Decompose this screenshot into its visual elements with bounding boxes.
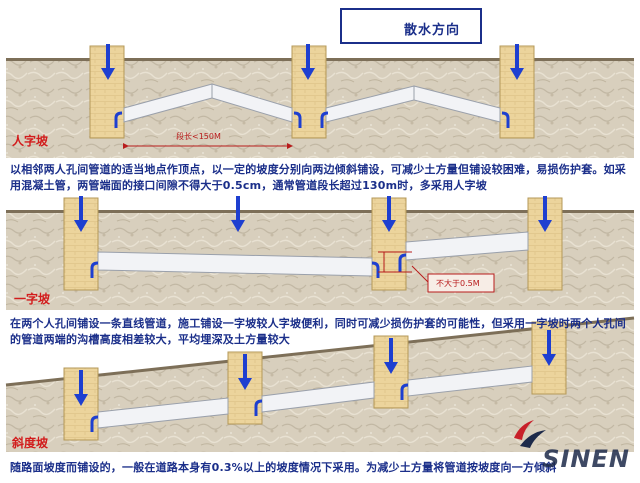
drain-hook <box>320 111 329 128</box>
drain-hook <box>114 111 123 128</box>
drain-hook <box>254 399 263 416</box>
section-label: 一字坡 <box>14 292 51 306</box>
flow-arrow <box>238 354 252 390</box>
flow-arrow <box>542 330 556 366</box>
drain-hook <box>293 111 302 128</box>
pipe <box>407 365 533 397</box>
flow-arrow <box>301 44 315 80</box>
flow-arrow <box>510 44 524 80</box>
flow-arrow <box>101 44 115 80</box>
drain-hook <box>90 415 99 432</box>
drain-hook <box>371 261 380 278</box>
drain-hook <box>501 111 510 128</box>
legend-label: 散水方向 <box>404 23 461 38</box>
flow-arrow <box>74 196 88 232</box>
brand-wordmark: SINEN <box>542 445 630 473</box>
flow-arrow <box>74 370 88 406</box>
flow-arrow <box>231 196 245 232</box>
drop-note: 不大于0.5M <box>436 279 480 288</box>
note-leader <box>411 265 429 283</box>
pipe <box>211 83 293 123</box>
flow-arrow <box>382 196 396 232</box>
drain-hook <box>398 253 407 272</box>
note-box <box>427 273 495 293</box>
section-description: 在两个人孔间铺设一条直线管道，施工铺设一字坡较人字坡便利，同时可减少损伤护套的可… <box>10 317 626 346</box>
length-note: 段长<150M <box>176 132 221 141</box>
section-1-diagram <box>6 44 634 158</box>
flow-arrow <box>384 338 398 374</box>
section-3-diagram <box>5 316 635 452</box>
flow-arrow <box>538 196 552 232</box>
drain-hook <box>400 383 409 400</box>
section-description: 随路面坡度而铺设的，一般在道路本身有0.3%以上的坡度情况下采用。为减少土方量将… <box>10 461 557 474</box>
section-2-diagram <box>6 196 634 310</box>
legend-box: 散水方向 <box>340 8 482 44</box>
pipe <box>413 85 501 123</box>
pipe <box>97 397 229 429</box>
ground-line <box>5 316 635 387</box>
ground-line <box>6 210 634 213</box>
drain-hook <box>90 261 99 278</box>
brand-logo-mark <box>514 420 546 448</box>
section-label: 斜度坡 <box>12 436 49 450</box>
pipe <box>261 381 375 413</box>
section-label: 人字坡 <box>12 134 49 148</box>
section-description: 以相邻两人孔间管道的适当地点作顶点，以一定的坡度分别向两边倾斜铺设，可减少土方量… <box>10 163 626 192</box>
